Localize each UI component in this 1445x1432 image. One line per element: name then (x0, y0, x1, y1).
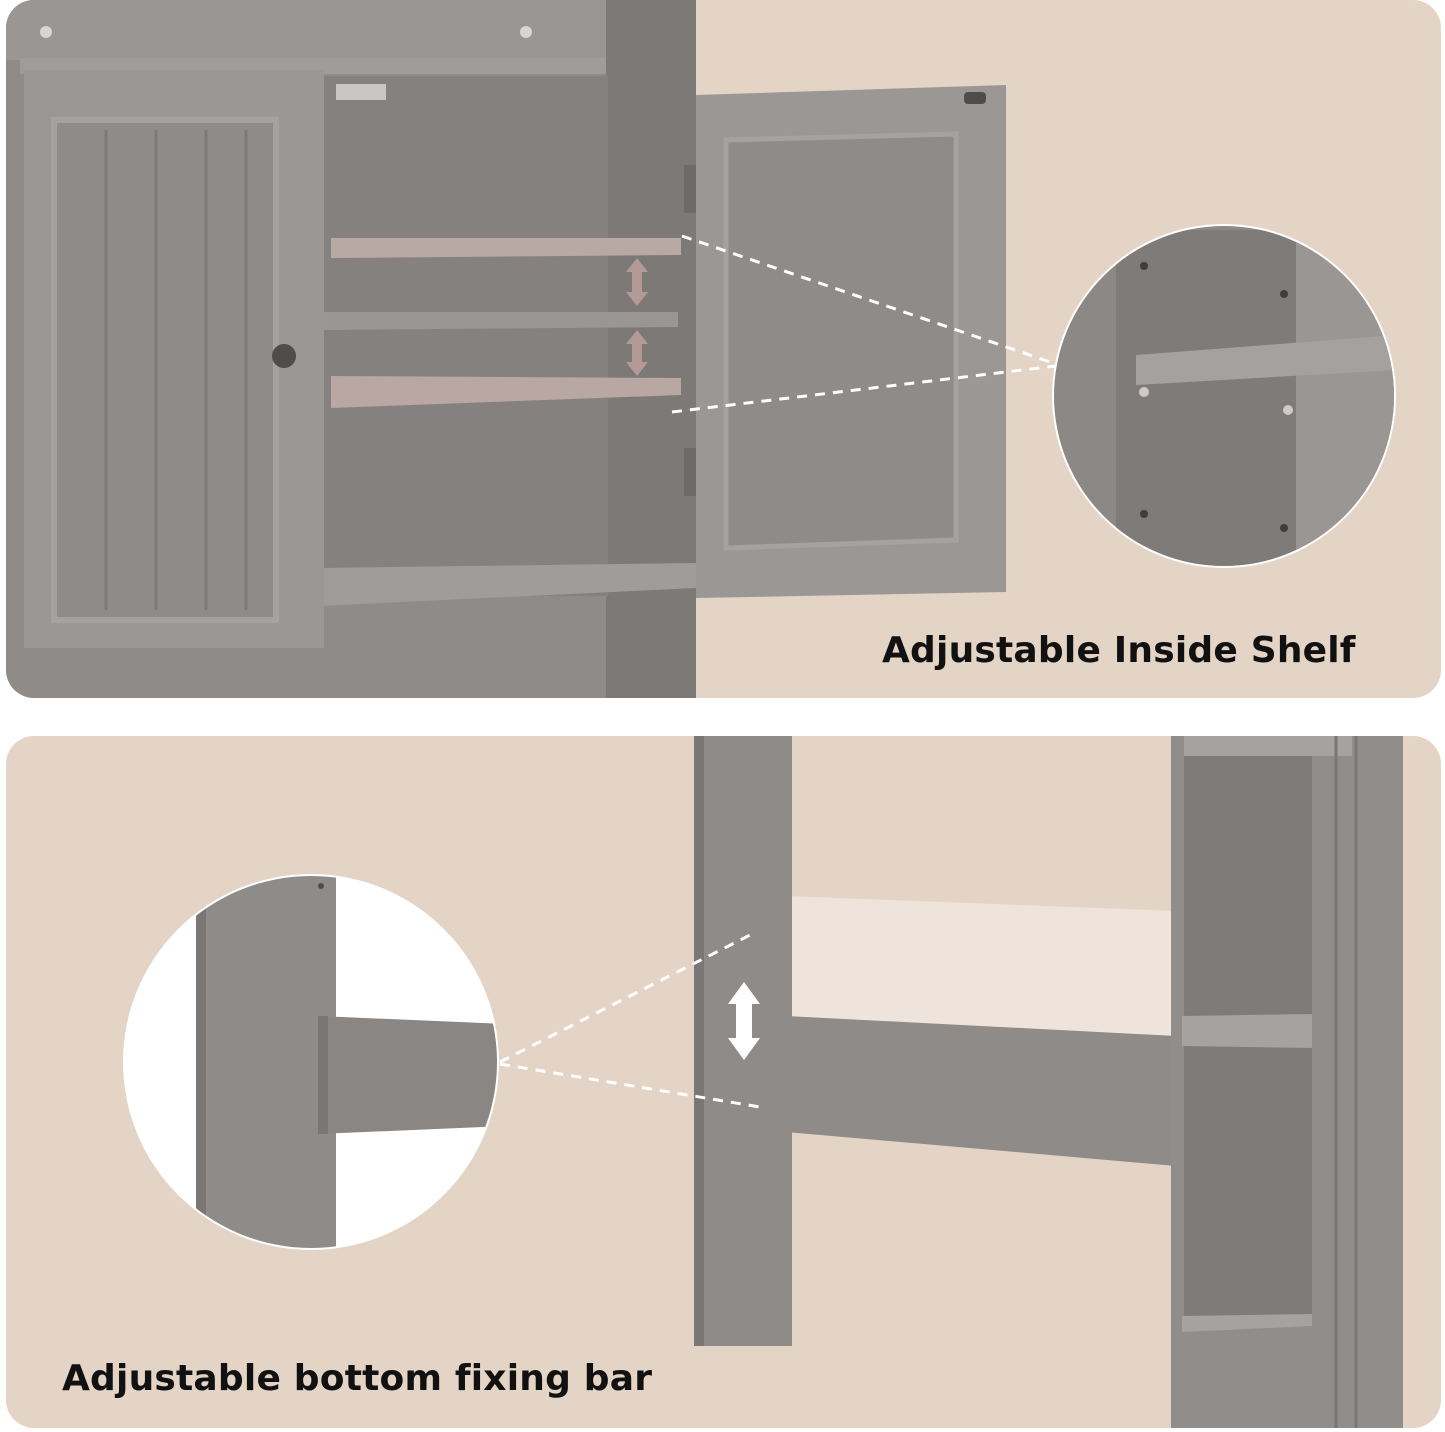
bottom-panel: Adjustable bottom fixing bar (6, 736, 1441, 1428)
up-down-arrow-icon (626, 258, 648, 376)
cabinet-shelf-illustration (6, 0, 1396, 698)
fixing-bar (786, 1016, 1176, 1166)
up-down-arrow-icon (728, 982, 760, 1060)
knob-icon (272, 344, 296, 368)
shelf-top (331, 238, 681, 258)
hinge-icon (684, 165, 698, 213)
top-caption: Adjustable Inside Shelf (882, 630, 1356, 671)
fixing-bar-illustration (123, 736, 1403, 1428)
shelf-middle (324, 312, 678, 330)
top-panel: Adjustable Inside Shelf (6, 0, 1441, 698)
bottom-caption: Adjustable bottom fixing bar (62, 1358, 653, 1399)
light-backdrop (786, 896, 1176, 1036)
hinge-icon (684, 448, 698, 496)
shelf-bottom (318, 563, 696, 606)
cabinet-interior (318, 76, 608, 596)
shelf-lower (331, 376, 681, 408)
